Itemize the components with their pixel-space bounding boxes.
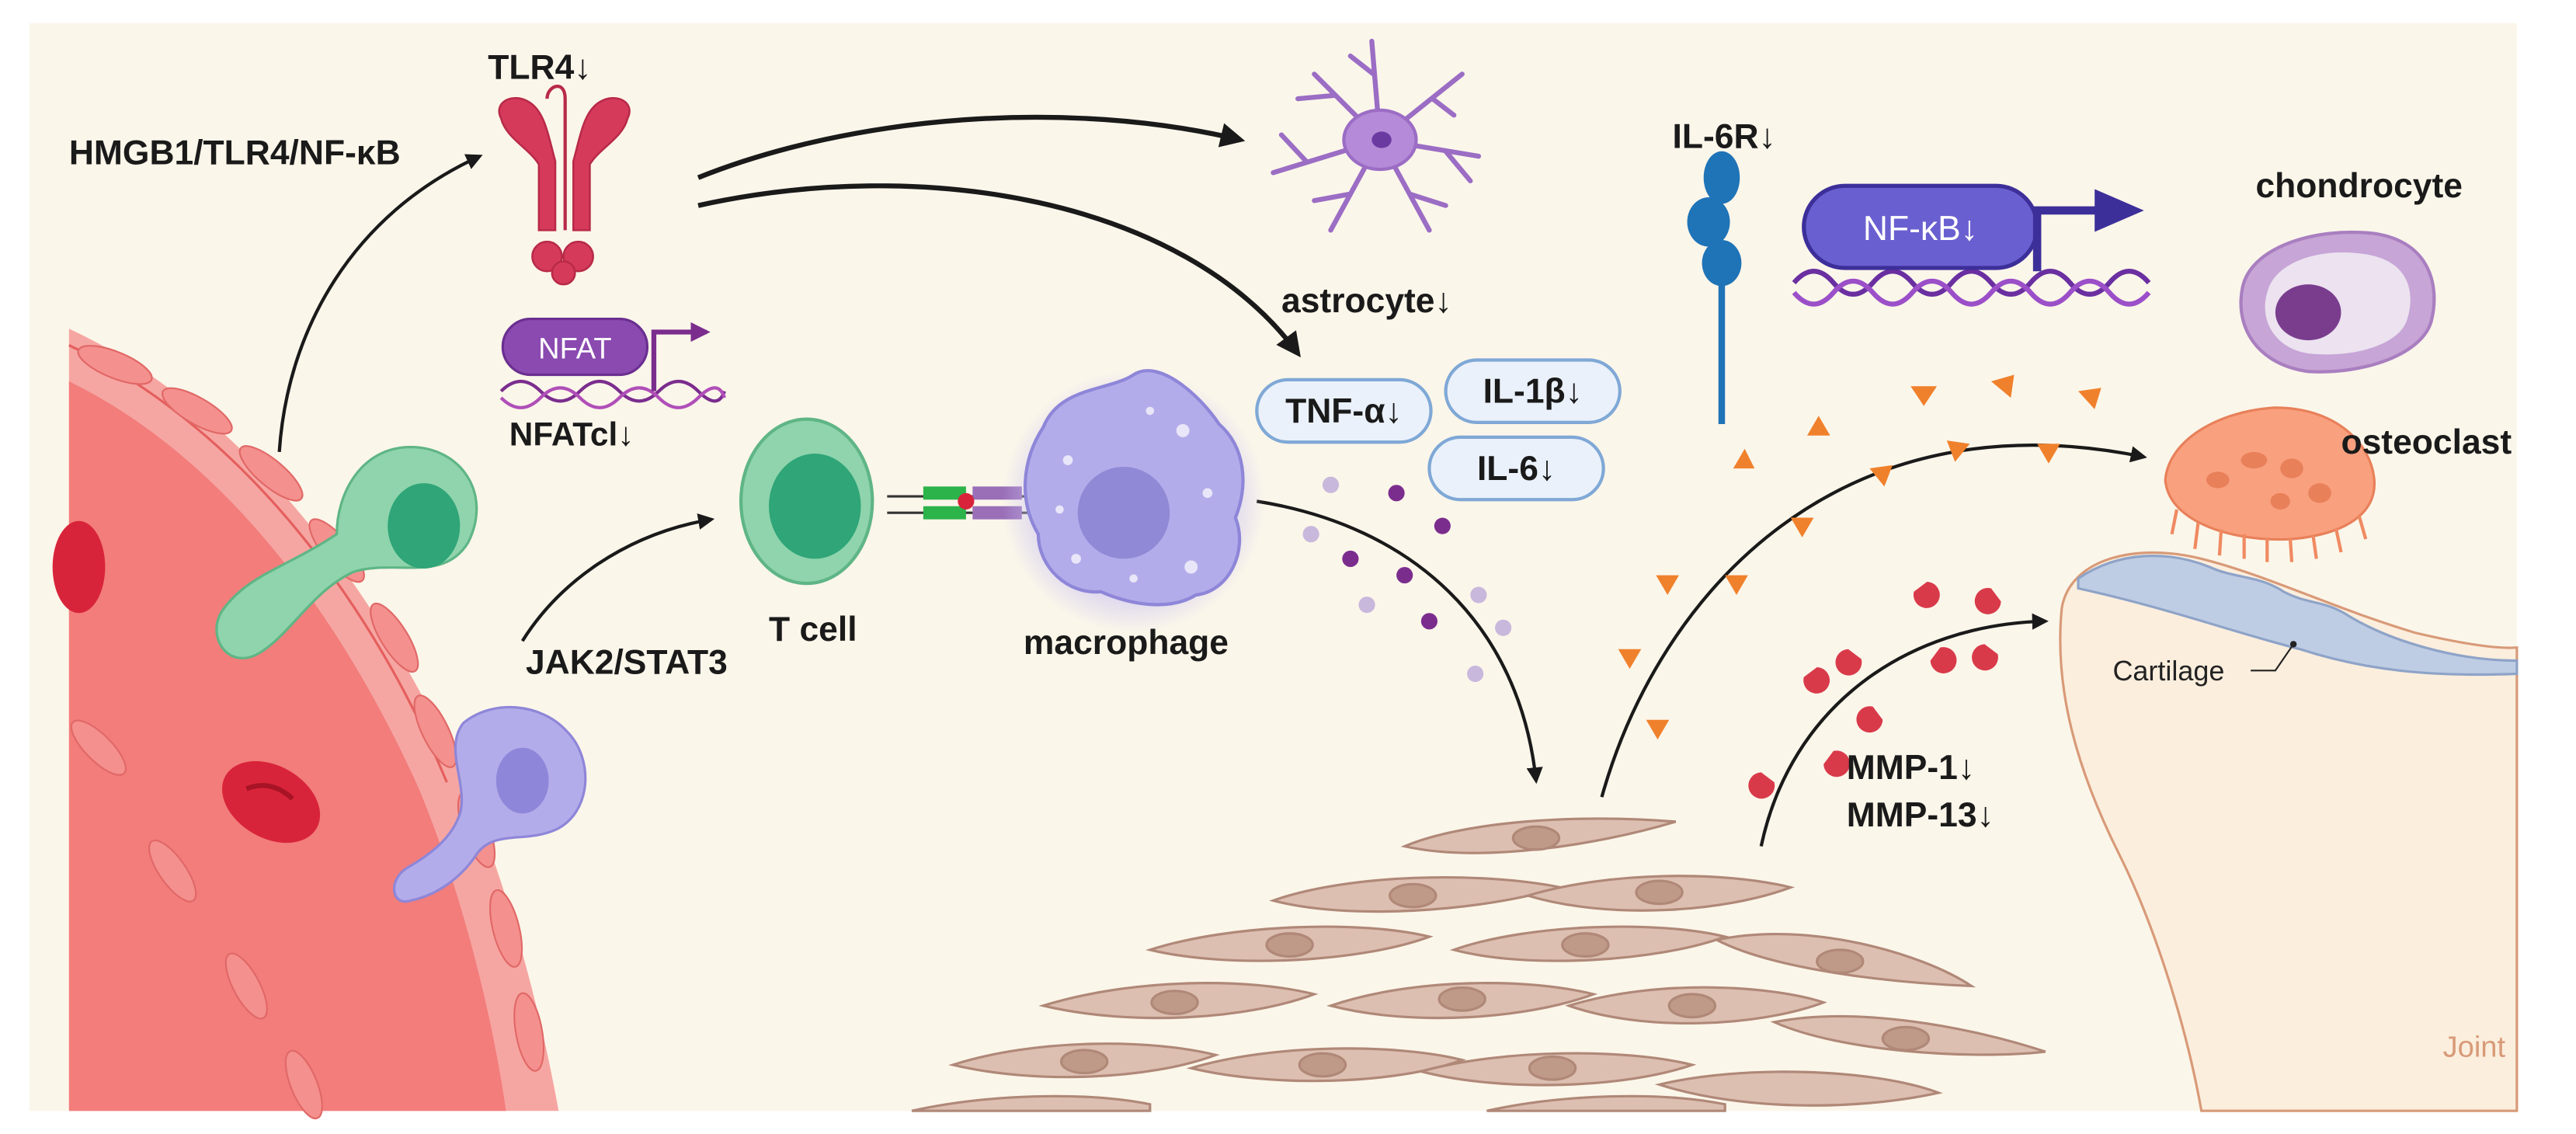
bone-resorption-factors	[1618, 374, 2101, 740]
red-blood-cells	[52, 520, 321, 844]
il6r-label: IL-6R↓	[1673, 118, 1776, 156]
joint-bone	[2059, 551, 2519, 1112]
astrocyte-label: astrocyte↓	[1281, 282, 1452, 320]
mmp1-label: MMP-1↓	[1847, 749, 1975, 787]
chondrocyte-label: chondrocyte	[2255, 167, 2462, 205]
nfat-label: NFAT	[538, 332, 611, 365]
macrophage	[1002, 369, 1265, 633]
mmp-enzymes	[1748, 582, 2001, 799]
joint-label: Joint	[2443, 1031, 2506, 1063]
tlr4-label: TLR4↓	[488, 49, 591, 87]
il6-receptor	[1687, 151, 1742, 424]
cartilage-label: Cartilage	[2112, 655, 2224, 687]
synovial-fibroblasts	[911, 817, 2046, 1112]
t-cell-label: T cell	[769, 610, 857, 649]
macrophage-label: macrophage	[1024, 624, 1229, 662]
nfat-transcription-factor	[499, 317, 726, 409]
il1b-label: IL-1β↓	[1483, 372, 1583, 410]
tnf-alpha-label: TNF-α↓	[1285, 392, 1403, 430]
cytokine-particles	[1302, 476, 1512, 683]
astrocyte	[1271, 38, 1482, 233]
tlr4-receptor	[498, 85, 631, 286]
nfkb-transcription-factor	[1792, 183, 2151, 307]
pathway-arrows	[277, 114, 2147, 847]
hmgb1-pathway-label: HMGB1/TLR4/NF-κB	[69, 134, 401, 172]
extravasating-monocyte	[393, 705, 587, 903]
extravasating-t-cell	[215, 445, 478, 659]
t-cell	[739, 417, 874, 586]
jak2-stat3-label: JAK2/STAT3	[526, 644, 728, 682]
mmp13-label: MMP-13↓	[1847, 796, 1994, 834]
blood-vessel	[52, 329, 559, 1120]
nfatc1-label: NFATcl↓	[509, 416, 634, 452]
il6-label: IL-6↓	[1477, 450, 1556, 488]
osteoclast-label: osteoclast	[2341, 423, 2512, 461]
osteoclast	[2164, 406, 2376, 562]
cytokine-pills	[1255, 358, 1622, 502]
chondrocyte	[2239, 230, 2436, 374]
nfkb-label: NF-κB↓	[1863, 210, 1978, 248]
